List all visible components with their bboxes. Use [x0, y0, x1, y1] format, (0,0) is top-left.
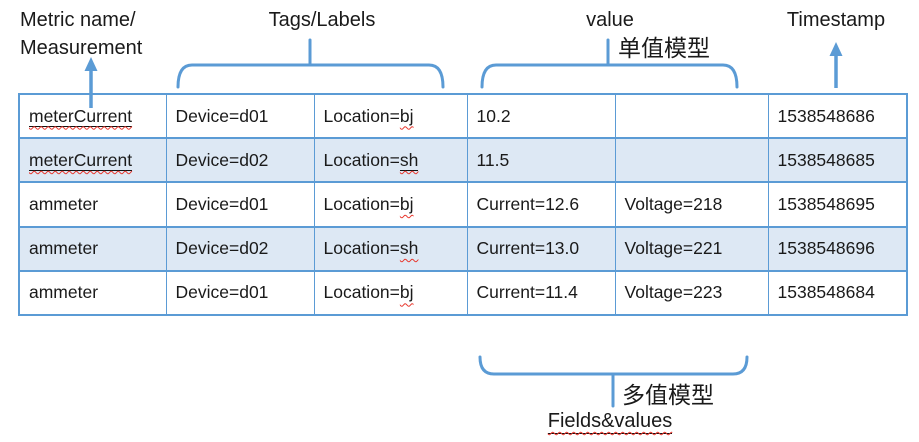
cell-text: Device=d01	[175, 282, 269, 303]
cell-text: Device=d01	[175, 193, 269, 214]
table-cell-tag1: Device=d01	[165, 269, 315, 316]
table-cell-field2	[614, 92, 769, 140]
cell-text: Voltage=223	[624, 282, 723, 303]
cell-text: ammeter	[29, 282, 99, 303]
metric-name-label: Metric name/ Measurement	[20, 6, 142, 62]
table-cell-timestamp: 1538548684	[767, 269, 908, 316]
table-cell-field1: 10.2	[466, 92, 616, 140]
cell-text: Location=	[323, 282, 400, 303]
table-row: meterCurrent Device=d01 Location=bj 10.2 153…	[18, 92, 908, 140]
cell-text: Voltage=221	[624, 238, 723, 259]
table-cell-field2: Voltage=223	[614, 269, 769, 316]
table-cell-tag2: Location=sh	[313, 225, 468, 272]
cell-text: bj	[399, 282, 414, 303]
cell-text: bj	[399, 105, 414, 126]
cell-text: 1538548696	[777, 238, 875, 259]
cell-text: Device=d02	[175, 238, 269, 259]
table-cell-tag2: Location=sh	[313, 137, 468, 184]
cell-text: Location=	[323, 105, 400, 126]
cell-text: 10.2	[476, 105, 511, 126]
table-cell-tag2: Location=bj	[313, 92, 468, 140]
table-cell-tag2: Location=bj	[313, 181, 468, 228]
cell-text: Location=	[323, 149, 400, 170]
table-row: ammeter Device=d02 Location=sh Current=13.0…	[18, 225, 908, 272]
tags-labels-label: Tags/Labels	[268, 9, 376, 31]
cell-text: 1538548684	[777, 282, 875, 303]
metric-name-label-line2: Measurement	[20, 37, 143, 59]
table-cell-field2	[614, 137, 769, 184]
table-cell-timestamp: 1538548686	[767, 92, 908, 140]
fields-values-label: Fields&values	[530, 407, 690, 435]
table-cell-timestamp: 1538548695	[767, 181, 908, 228]
table-cell-metric: ammeter	[18, 225, 167, 272]
table-row: ammeter Device=d01 Location=bj Current=12.6…	[18, 181, 908, 228]
fields-values-text: Fields&values	[547, 410, 673, 434]
cell-text: sh	[399, 149, 419, 172]
cell-text: ammeter	[29, 193, 99, 214]
table-cell-metric: ammeter	[18, 269, 167, 316]
table-cell-field1: 11.5	[466, 137, 616, 184]
cell-text: meterCurrent	[29, 149, 133, 172]
table-cell-field1: Current=13.0	[466, 225, 616, 272]
tags-brace	[176, 38, 445, 89]
cell-text: Voltage=218	[624, 193, 723, 214]
table-cell-field1: Current=12.6	[466, 181, 616, 228]
cell-text: Current=11.4	[476, 282, 578, 303]
timestamp-label: Timestamp	[786, 9, 886, 31]
cell-text: Current=12.6	[476, 193, 580, 214]
cell-text: Device=d02	[175, 149, 269, 170]
cell-text: 11.5	[476, 149, 510, 170]
table-row: ammeter Device=d01 Location=bj Current=11.4…	[18, 269, 908, 316]
table-cell-field2: Voltage=218	[614, 181, 769, 228]
table-cell-tag1: Device=d01	[165, 181, 315, 228]
table-cell-field1: Current=11.4	[466, 269, 616, 316]
table-cell-tag2: Location=bj	[313, 269, 468, 316]
value-label: value	[586, 9, 634, 31]
table-cell-tag1: Device=d01	[165, 92, 315, 140]
cell-text: Location=	[323, 193, 400, 214]
table-cell-timestamp: 1538548696	[767, 225, 908, 272]
timestamp-arrow	[829, 42, 843, 88]
table-cell-field2: Voltage=221	[614, 225, 769, 272]
cell-text: ammeter	[29, 238, 99, 259]
table-cell-timestamp: 1538548685	[767, 137, 908, 184]
cell-text: 1538548685	[777, 149, 875, 170]
table-row: meterCurrent Device=d02 Location=sh 11.5 153…	[18, 137, 908, 184]
table-cell-tag1: Device=d02	[165, 225, 315, 272]
cell-text: Location=	[323, 238, 400, 259]
cell-text: 1538548686	[777, 105, 875, 126]
table-cell-metric: meterCurrent	[18, 137, 167, 184]
table-cell-metric: meterCurrent	[18, 92, 167, 140]
table-cell-tag1: Device=d02	[165, 137, 315, 184]
single-value-model-label: 单值模型	[618, 36, 710, 61]
cell-text: Device=d01	[175, 105, 269, 126]
cell-text: bj	[399, 193, 414, 214]
table-cell-metric: ammeter	[18, 181, 167, 228]
cell-text: sh	[399, 238, 419, 259]
cell-text: 1538548695	[777, 193, 875, 214]
metric-name-label-line1: Metric name/	[20, 9, 136, 31]
multi-value-model-label: 多值模型	[622, 383, 714, 408]
cell-text: Current=13.0	[476, 238, 580, 259]
cell-text: meterCurrent	[29, 105, 133, 128]
